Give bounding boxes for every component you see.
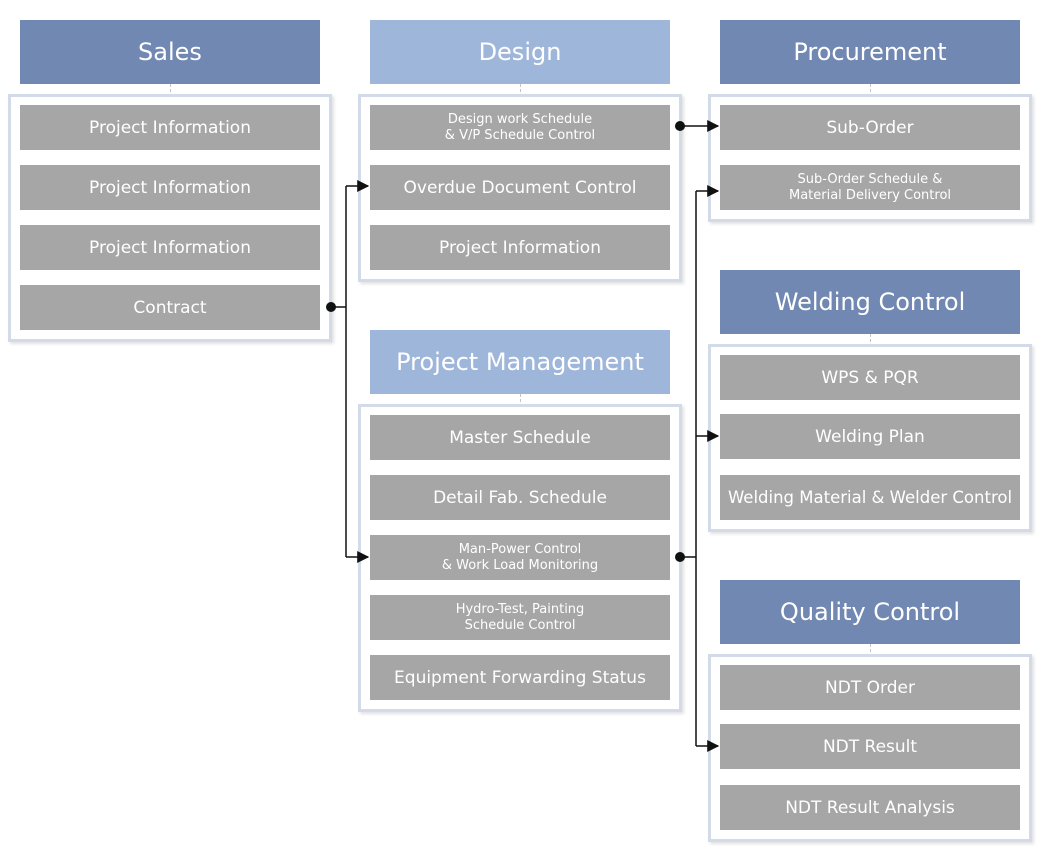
- design-item-project-information[interactable]: Project Information: [370, 225, 670, 270]
- procurement-header: Procurement: [720, 20, 1020, 84]
- sales-item-project-information-2[interactable]: Project Information: [20, 165, 320, 210]
- pm-item-master-schedule[interactable]: Master Schedule: [370, 415, 670, 460]
- sales-item-project-information-3[interactable]: Project Information: [20, 225, 320, 270]
- pm-item-hydro-test-painting[interactable]: Hydro-Test, Painting Schedule Control: [370, 595, 670, 640]
- sales-header: Sales: [20, 20, 320, 84]
- design-header: Design: [370, 20, 670, 84]
- pm-item-equipment-forwarding-status[interactable]: Equipment Forwarding Status: [370, 655, 670, 700]
- pm-item-man-power-control[interactable]: Man-Power Control & Work Load Monitoring: [370, 535, 670, 580]
- procurement-item-sub-order[interactable]: Sub-Order: [720, 105, 1020, 150]
- sales-item-project-information-1[interactable]: Project Information: [20, 105, 320, 150]
- procurement-item-sub-order-schedule[interactable]: Sub-Order Schedule & Material Delivery C…: [720, 165, 1020, 210]
- welding-item-wps-pqr[interactable]: WPS & PQR: [720, 355, 1020, 400]
- quality-item-ndt-order[interactable]: NDT Order: [720, 665, 1020, 710]
- welding-item-material-welder-control[interactable]: Welding Material & Welder Control: [720, 475, 1020, 520]
- quality-item-ndt-result[interactable]: NDT Result: [720, 724, 1020, 769]
- design-item-overdue-document-control[interactable]: Overdue Document Control: [370, 165, 670, 210]
- sales-item-contract[interactable]: Contract: [20, 285, 320, 330]
- welding-item-welding-plan[interactable]: Welding Plan: [720, 414, 1020, 459]
- welding-control-header: Welding Control: [720, 270, 1020, 334]
- quality-control-header: Quality Control: [720, 580, 1020, 644]
- pm-item-detail-fab-schedule[interactable]: Detail Fab. Schedule: [370, 475, 670, 520]
- design-item-work-schedule[interactable]: Design work Schedule & V/P Schedule Cont…: [370, 105, 670, 150]
- quality-item-ndt-result-analysis[interactable]: NDT Result Analysis: [720, 785, 1020, 830]
- project-management-header: Project Management: [370, 330, 670, 394]
